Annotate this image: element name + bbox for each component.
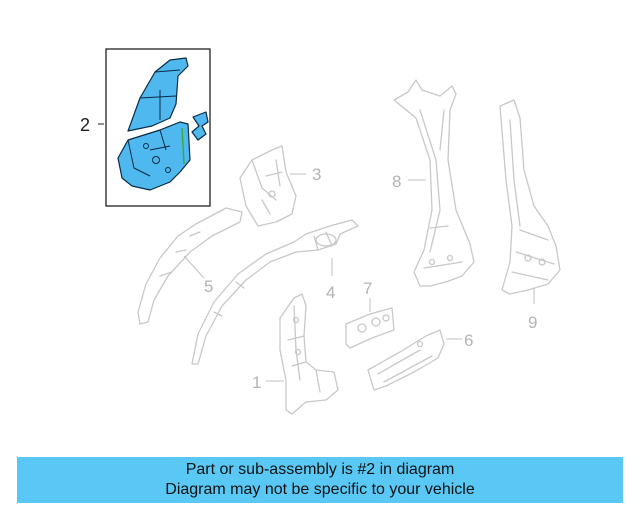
part-3-ghost[interactable] — [239, 145, 297, 227]
part-7-ghost[interactable] — [345, 307, 395, 349]
banner-line-1: Part or sub-assembly is #2 in diagram — [185, 461, 455, 478]
callout-8: 8 — [392, 172, 401, 191]
part-1-ghost[interactable] — [279, 293, 339, 415]
callout-3: 3 — [312, 165, 321, 184]
parts-diagram: 2 3 5 4 1 7 6 — [80, 48, 561, 415]
part-2-assembly[interactable] — [105, 48, 211, 207]
callout-7: 7 — [363, 279, 372, 298]
part-6-ghost[interactable] — [367, 329, 445, 391]
callout-1: 1 — [252, 373, 261, 392]
info-banner: Part or sub-assembly is #2 in diagram Di… — [17, 457, 623, 503]
callout-2: 2 — [80, 115, 90, 135]
part-9-ghost[interactable] — [499, 99, 561, 295]
callout-4: 4 — [326, 283, 335, 302]
banner-line-2: Diagram may not be specific to your vehi… — [165, 481, 475, 498]
callout-6: 6 — [464, 331, 473, 350]
callout-5: 5 — [204, 277, 213, 296]
part-5-ghost[interactable] — [137, 207, 243, 325]
callout-9: 9 — [528, 313, 537, 332]
part-4-ghost[interactable] — [191, 219, 359, 365]
part-8-ghost[interactable] — [393, 79, 475, 287]
